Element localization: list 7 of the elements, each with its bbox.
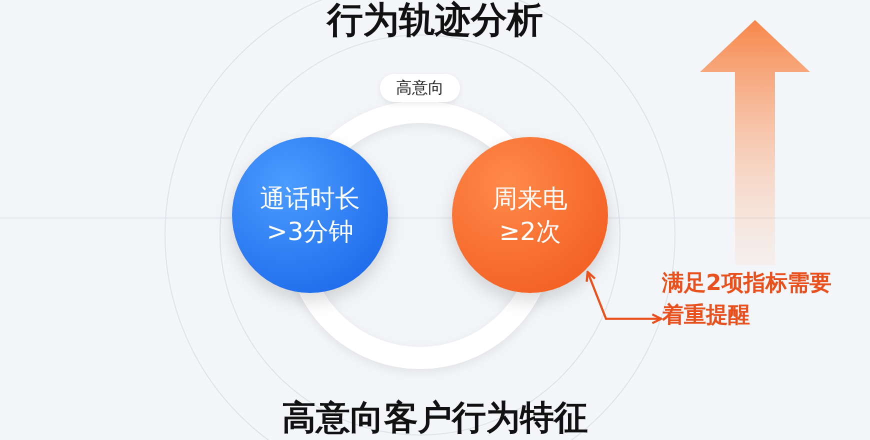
annotation-text: 满足2项指标需要着重提醒 <box>662 268 842 334</box>
metric-circle: 通话时长 >3分钟 <box>232 137 388 293</box>
caption: 高意向客户行为特征 <box>281 398 589 438</box>
ring-label-pill: 高意向 <box>380 74 460 102</box>
title: 行为轨迹分析 <box>325 0 544 42</box>
metric-circle: 周来电 ≥2次 <box>452 137 608 293</box>
double-arrow <box>586 270 662 324</box>
